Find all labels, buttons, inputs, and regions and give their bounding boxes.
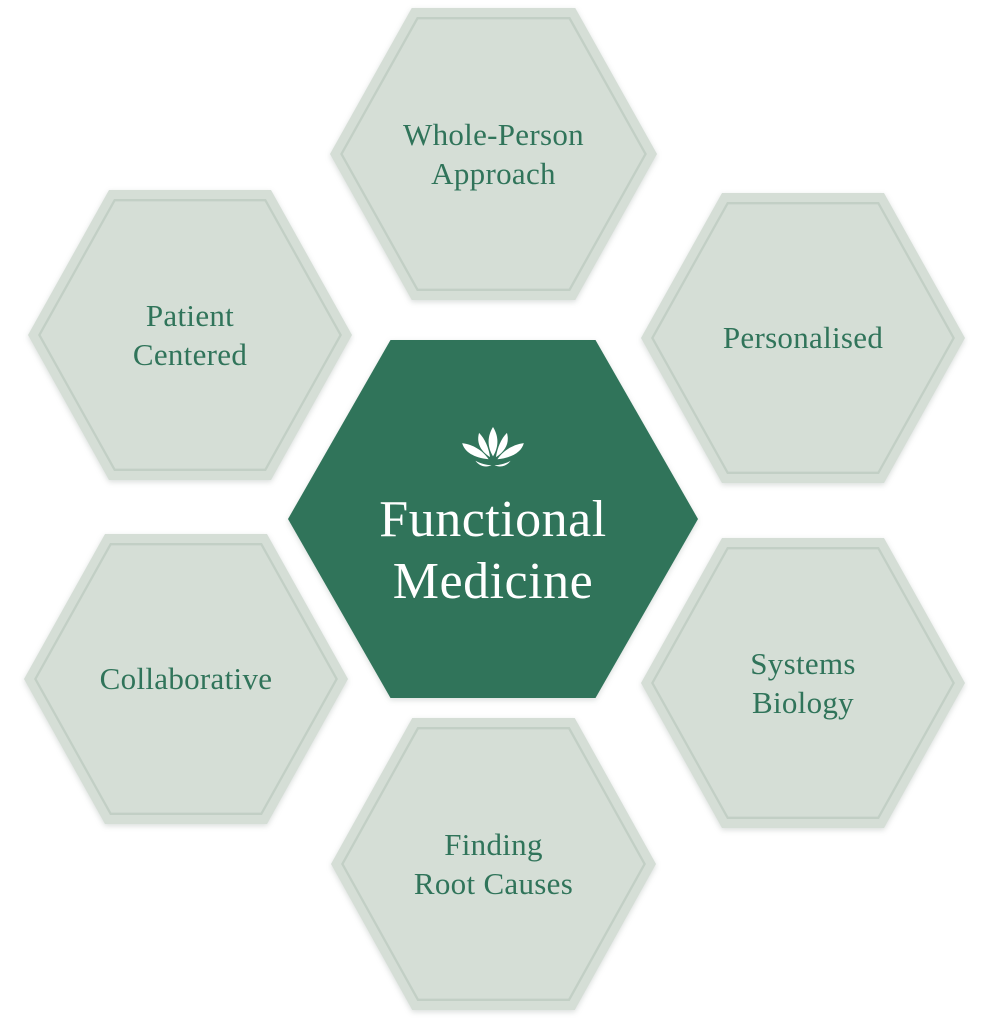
hexagon-label: Whole-Person Approach (403, 116, 584, 191)
hexagon-functional-medicine: Functional Medicine (288, 340, 698, 698)
hexagon-label: Patient Centered (132, 297, 248, 372)
hexagon-shape (28, 190, 352, 480)
hexagon-shape (641, 193, 965, 483)
hexagon-systems-biology: Systems Biology (641, 538, 965, 828)
hexagon-label: Personalised (722, 320, 884, 356)
hexagon-shape (331, 718, 656, 1010)
hexagon-label: Collaborative (99, 661, 273, 697)
hexagon-personalised: Personalised (641, 193, 965, 483)
hexagon-label: Systems Biology (750, 645, 856, 720)
hexagon-collaborative: Collaborative (24, 534, 348, 824)
hexagon-label: Finding Root Causes (413, 826, 574, 901)
hexagon-shape (24, 534, 348, 824)
hexagon-patient-centered: Patient Centered (28, 190, 352, 480)
hexagon-shape (330, 8, 657, 300)
center-title: Functional Medicine (379, 490, 607, 610)
hexagon-finding-root-causes: Finding Root Causes (331, 718, 656, 1010)
hexagon-shape (641, 538, 965, 828)
hexagon-whole-person-approach: Whole-Person Approach (330, 8, 657, 300)
hexagon-shape (288, 340, 698, 698)
lotus-icon (462, 426, 524, 467)
center-content: Functional Medicine (379, 425, 606, 614)
